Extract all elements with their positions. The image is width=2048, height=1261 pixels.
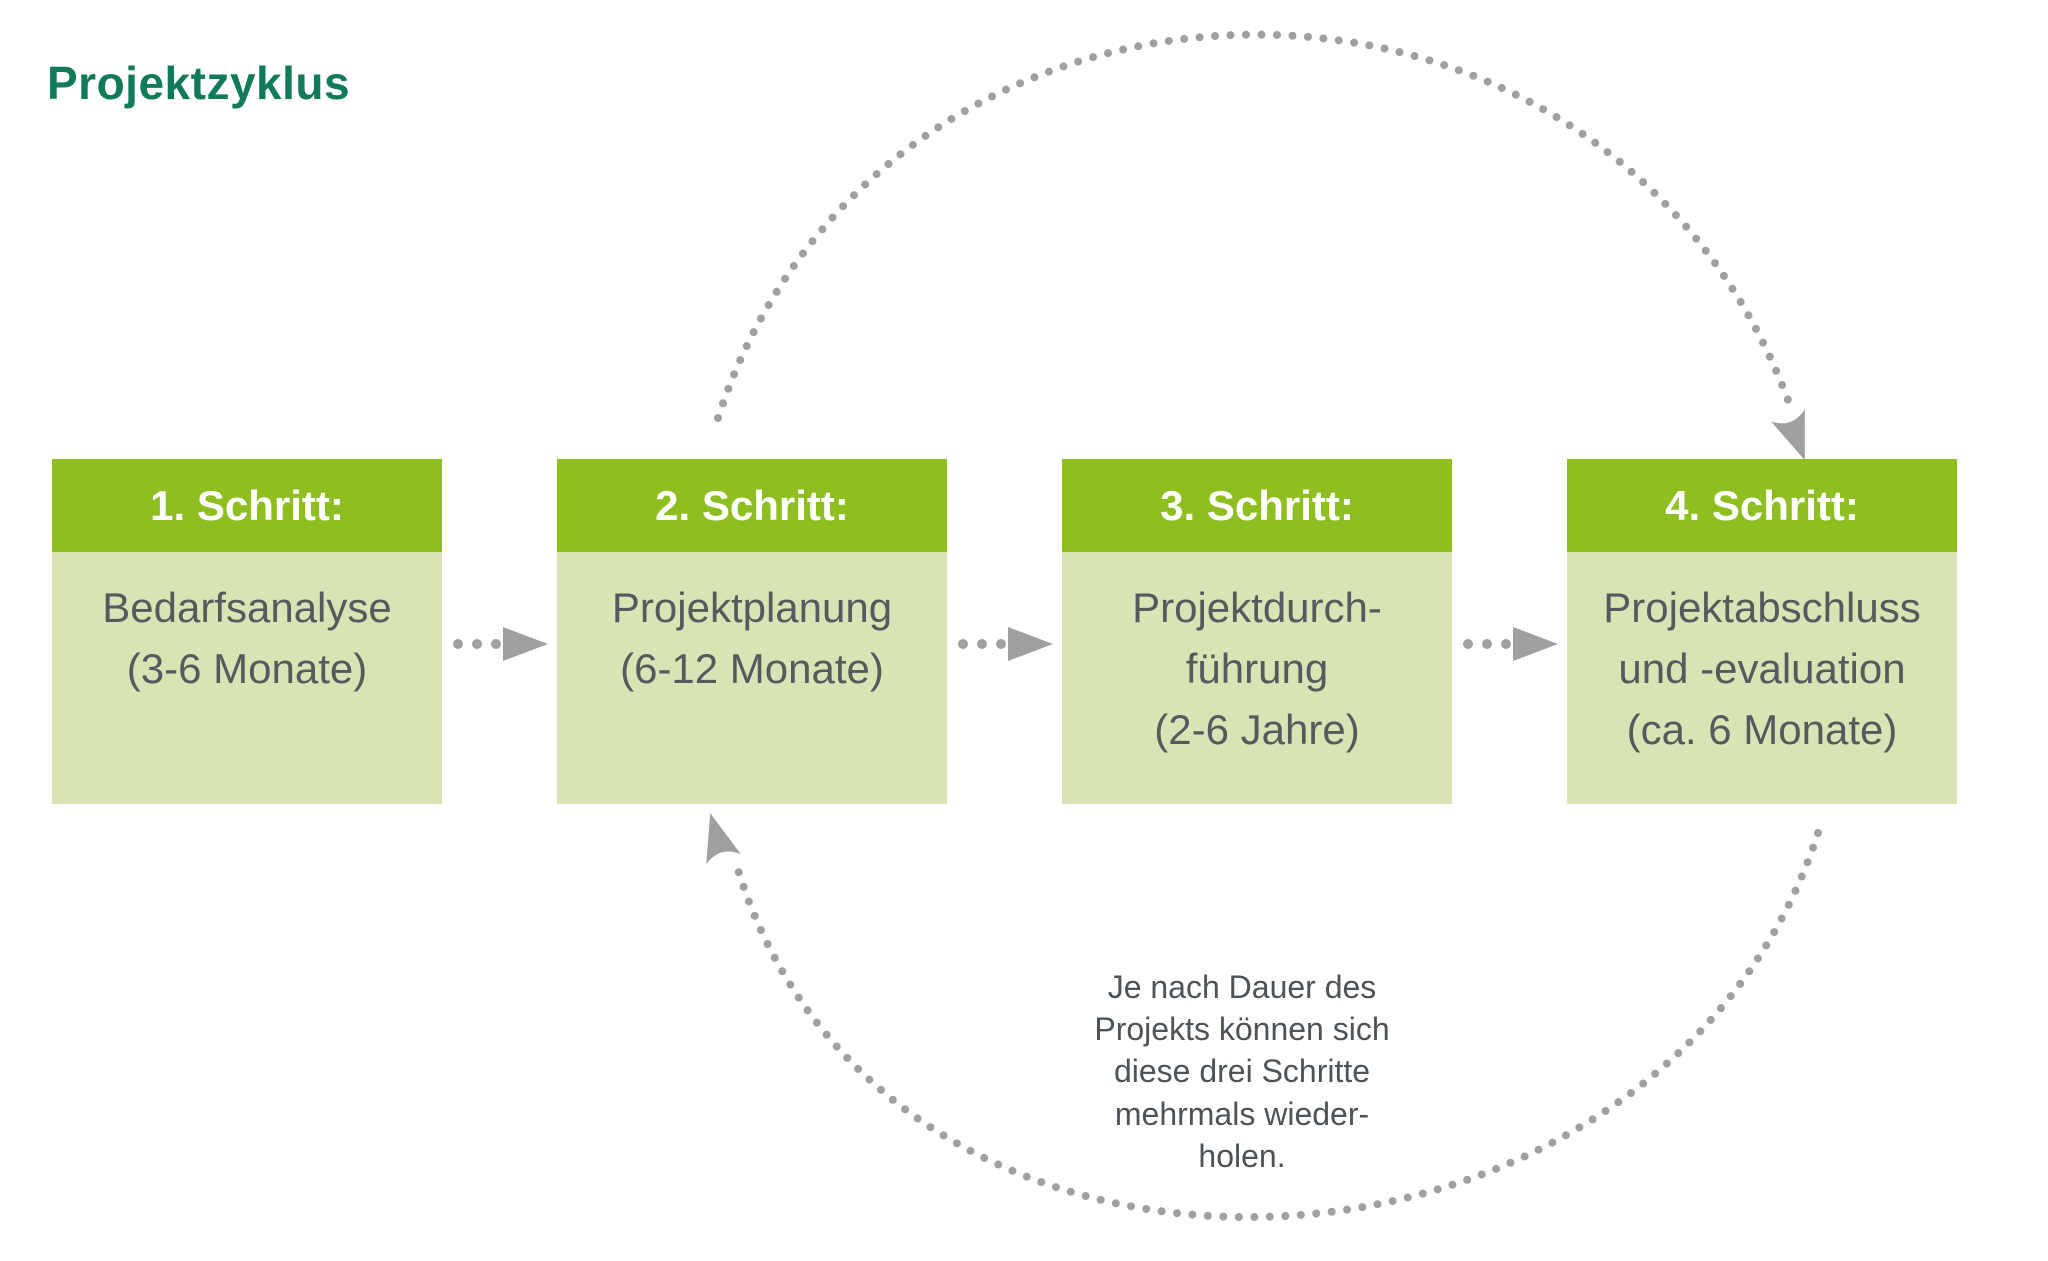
step-3-body: Projektdurch- führung (2-6 Jahre) (1062, 552, 1452, 804)
cycle-arc-top (714, 30, 1792, 422)
page-title: Projektzyklus (47, 57, 351, 109)
arrow-step2-step3-icon (958, 627, 1053, 661)
arrow-step1-step2-icon (453, 627, 548, 661)
step-2-box: 2. Schritt: Projektplanung (6-12 Monate) (557, 459, 947, 804)
step-2-body: Projektplanung (6-12 Monate) (557, 552, 947, 804)
step-1-body: Bedarfsanalyse (3-6 Monate) (52, 552, 442, 804)
step-1-header: 1. Schritt: (52, 459, 442, 552)
step-1-box: 1. Schritt: Bedarfsanalyse (3-6 Monate) (52, 459, 442, 804)
step-4-header: 4. Schritt: (1567, 459, 1957, 552)
step-3-header: 3. Schritt: (1062, 459, 1452, 552)
step-3-box: 3. Schritt: Projektdurch- führung (2-6 J… (1062, 459, 1452, 804)
cycle-arc-bottom (731, 829, 1822, 1222)
step-4-box: 4. Schritt: Projektabschluss und -evalua… (1567, 459, 1957, 804)
cycle-note: Je nach Dauer des Projekts können sich d… (1094, 969, 1390, 1174)
step-2-header: 2. Schritt: (557, 459, 947, 552)
step-4-body: Projektabschluss und -evaluation (ca. 6 … (1567, 552, 1957, 804)
cycle-arrowhead-top-icon (1771, 408, 1805, 461)
arrow-step3-step4-icon (1463, 627, 1558, 661)
cycle-arrowhead-bottom-icon (706, 813, 741, 865)
